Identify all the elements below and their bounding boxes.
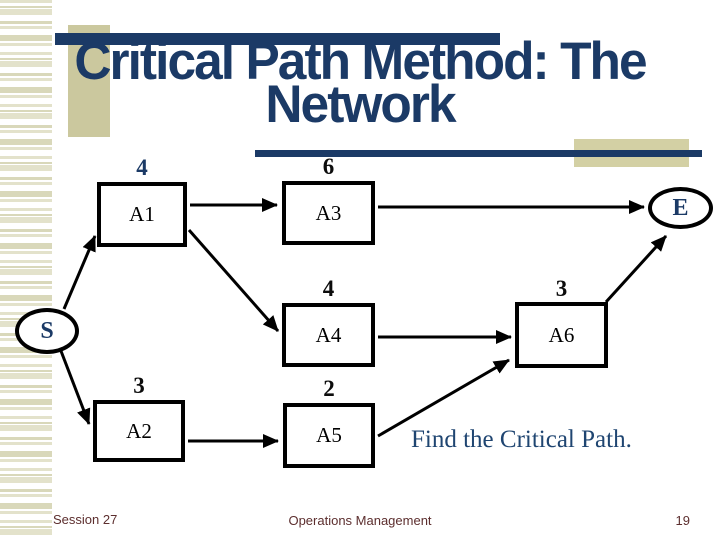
activity-label-a4: A4 bbox=[315, 322, 342, 347]
activity-node-a4: A4 bbox=[282, 303, 375, 367]
slide-title-line2: Network bbox=[265, 75, 456, 134]
activity-node-a3: A3 bbox=[282, 181, 375, 245]
activity-label-a2: A2 bbox=[126, 418, 152, 443]
prompt-text: Find the Critical Path. bbox=[411, 426, 632, 453]
start-node-label: S bbox=[40, 317, 54, 344]
duration-a1: 4 bbox=[136, 155, 148, 180]
duration-a2: 3 bbox=[133, 373, 145, 398]
activity-node-a2: A2 bbox=[93, 400, 185, 462]
title-underline-bar bbox=[255, 150, 702, 157]
footer-page-number: 19 bbox=[675, 513, 690, 528]
start-node: S bbox=[15, 308, 79, 354]
footer-session: Session 27 bbox=[53, 512, 118, 527]
activity-node-a5: A5 bbox=[283, 403, 375, 468]
duration-a3: 6 bbox=[322, 154, 335, 179]
activity-node-a6: A6 bbox=[515, 302, 608, 368]
activity-node-a1: A1 bbox=[97, 182, 187, 247]
duration-a6: 3 bbox=[555, 276, 568, 301]
end-node: E bbox=[648, 187, 713, 229]
slide-title: Critical Path Method: The Network bbox=[40, 32, 680, 134]
activity-label-a5: A5 bbox=[316, 423, 342, 447]
activity-label-a3: A3 bbox=[315, 200, 342, 225]
edge-a1-a4 bbox=[187, 229, 280, 332]
end-node-label: E bbox=[672, 194, 689, 221]
left-stripe-decoration bbox=[0, 0, 52, 540]
activity-label-a6: A6 bbox=[548, 322, 575, 347]
edge-a6-e bbox=[604, 234, 668, 304]
duration-a4: 4 bbox=[322, 276, 335, 301]
footer-course-name: Operations Management bbox=[288, 513, 432, 528]
slide-title-line1: Critical Path Method: The bbox=[74, 32, 647, 91]
activity-label-a1: A1 bbox=[129, 202, 155, 226]
duration-a5: 2 bbox=[323, 376, 335, 401]
edge-s-a1 bbox=[62, 235, 97, 310]
title-top-bar bbox=[55, 33, 500, 45]
edge-a5-a6 bbox=[377, 358, 510, 438]
edge-s-a2 bbox=[59, 350, 91, 425]
